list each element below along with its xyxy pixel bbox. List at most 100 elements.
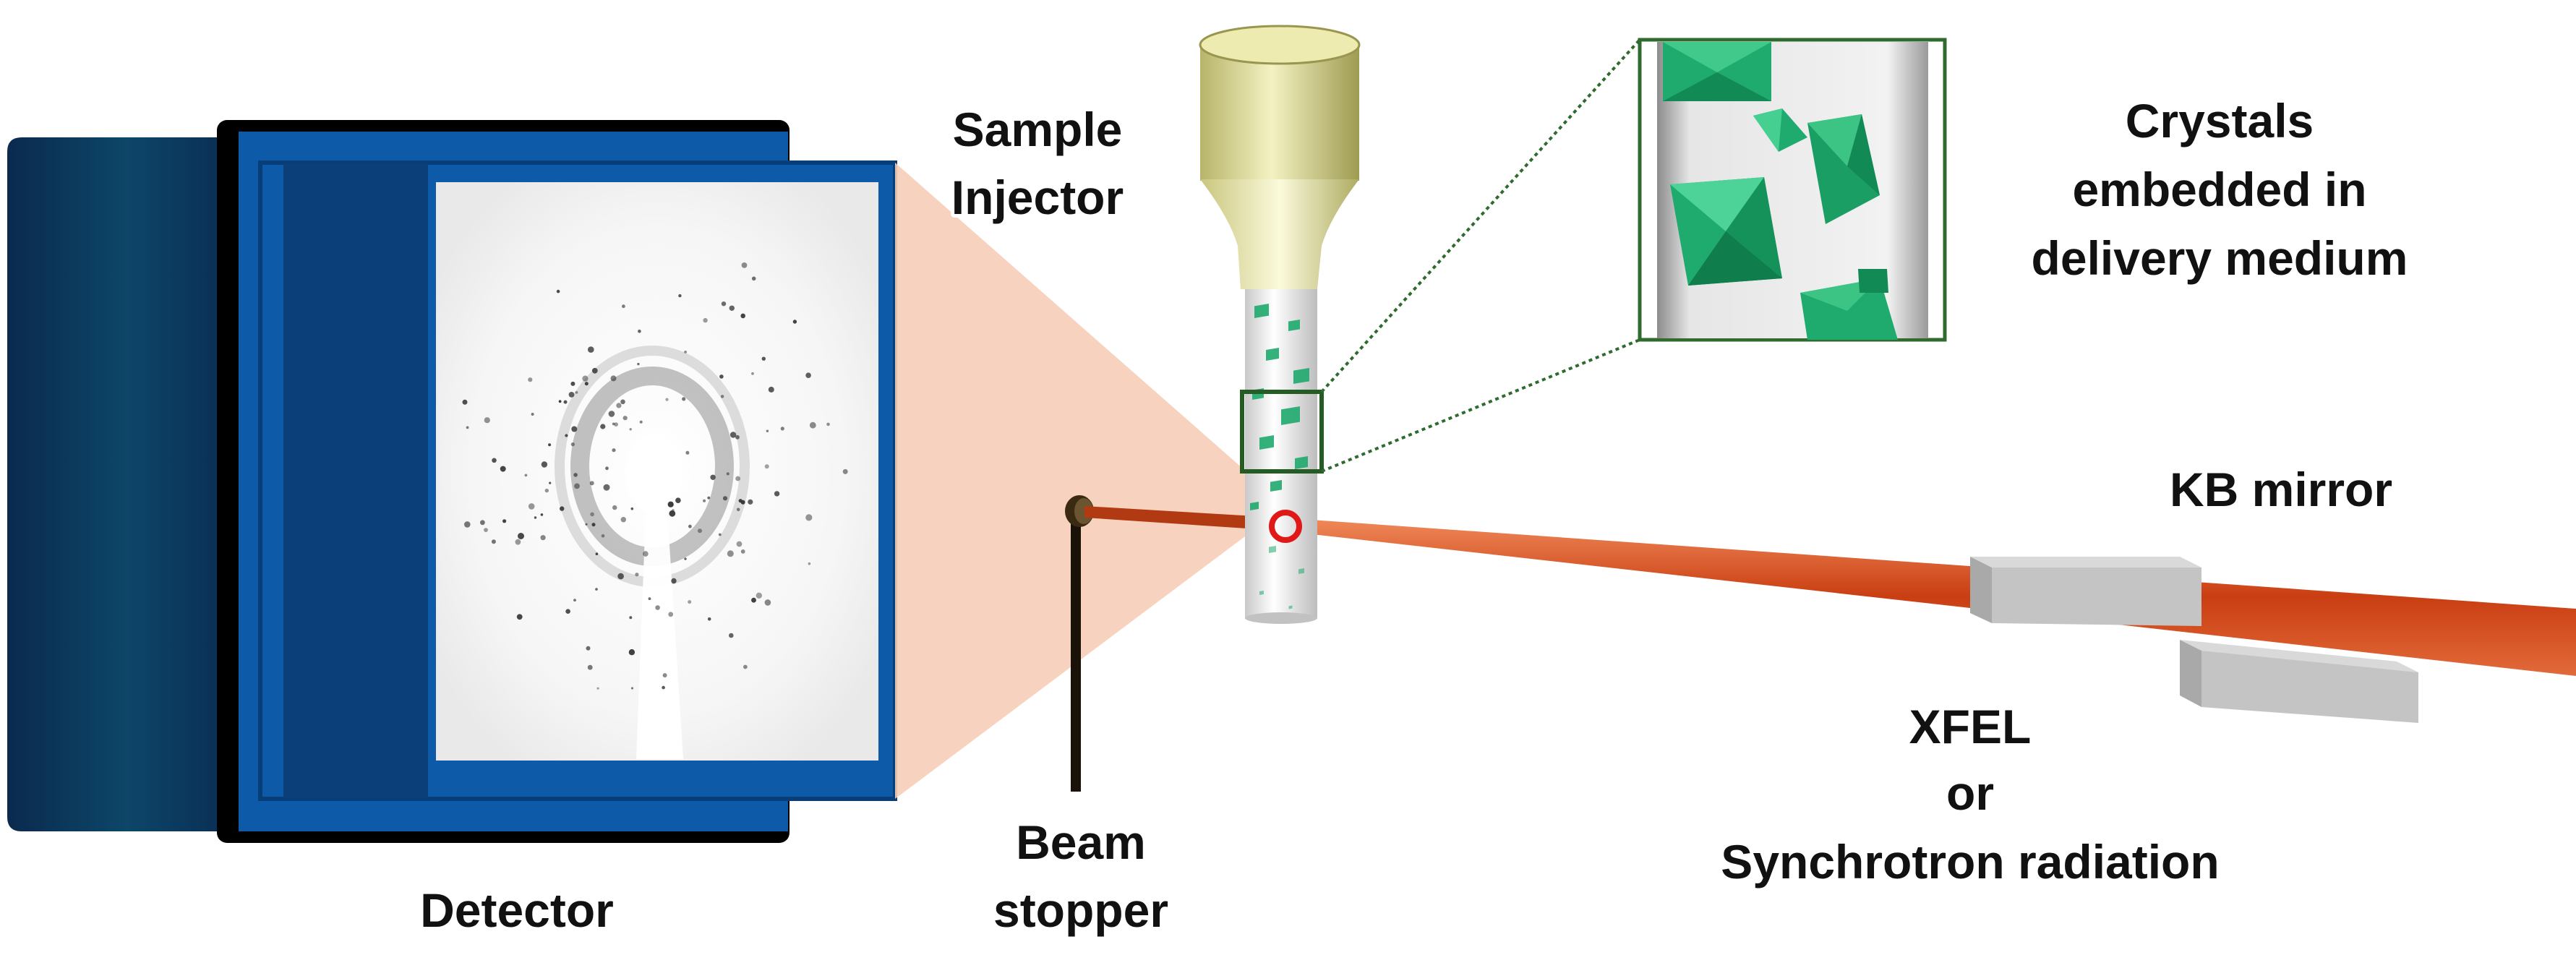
zoom-connector-bottom [1321,338,1640,473]
bragg-spot [703,317,708,323]
bragg-spot [740,313,745,319]
diffraction-pattern [462,262,848,759]
jet-crystal [1288,320,1300,331]
jet-crystal [1295,456,1308,469]
label-source-line-1: XFEL [1909,700,2032,753]
label-beam-stopper-line-2: stopper [993,883,1168,937]
label-kb-mirror: KB mirror [2170,463,2392,516]
bragg-spot [805,514,813,521]
label-crystals-line-1: Crystals [2126,94,2314,147]
bragg-spot [484,528,488,532]
bragg-spot [727,550,734,557]
bragg-spot [544,488,549,493]
bragg-spot [698,528,702,534]
bragg-spot [549,481,552,484]
bragg-spot [682,397,686,401]
bragg-spot [805,372,811,378]
bragg-spot [764,464,769,469]
jet-crystal [1281,406,1300,425]
bragg-spot [574,483,580,489]
beam-stop-shadow [636,477,683,759]
x-ray-beam [1084,506,2576,676]
bragg-spot [584,382,589,386]
bragg-spot [662,673,667,678]
injector-nozzle [1200,179,1359,289]
jet-crystal [1259,435,1274,450]
bragg-spot [531,413,534,416]
bragg-spot [719,374,724,379]
bragg-spot [540,513,544,516]
bragg-spot [565,609,570,614]
inset-crystals [1663,42,1898,340]
bragg-spot [560,506,565,511]
bragg-spot [528,377,533,382]
crystal [1753,108,1807,152]
bragg-spot [735,476,740,481]
bragg-spot [596,687,599,690]
bragg-spot [655,605,660,610]
bragg-spot [629,616,633,620]
detector-housing-cylinder [7,137,224,831]
label-sample-injector: Sample Injector [948,99,1127,228]
bragg-spot [718,533,722,536]
bragg-spot [736,541,743,547]
bragg-spot [729,432,737,438]
bragg-spot [756,592,763,599]
bragg-spot [842,468,848,474]
zoom-region-box [1240,390,1324,474]
crystal [1807,114,1880,224]
bragg-spot [735,434,740,440]
bragg-spot [748,499,753,505]
detector-inner-panel [283,163,428,797]
bragg-spot [722,496,728,501]
bragg-spot [612,448,616,453]
label-source-line-2: or [1946,766,1994,820]
bragg-spot [669,510,676,517]
jet-crystal [1270,480,1282,492]
bragg-spot [643,551,649,557]
bragg-spot [710,474,716,480]
bragg-spot [684,351,687,354]
bragg-spot [595,552,599,555]
bragg-spot [586,646,591,651]
label-crystals: Crystals embedded in delivery medium [2028,90,2412,288]
bragg-spot [648,597,651,601]
bragg-spot [570,381,575,386]
bragg-spot [603,484,610,491]
bragg-spot [678,294,682,298]
jet-crystal [1266,348,1279,361]
label-sample-injector-line-2: Injector [951,171,1124,224]
bragg-spot [766,429,769,432]
bragg-spot [534,516,537,519]
kb-mirror-lower [2180,640,2418,723]
jet-crystal [1254,304,1269,318]
bragg-spot [570,442,575,447]
bragg-spot [480,520,485,526]
bragg-spot [573,599,576,602]
bragg-spot [688,524,692,528]
bragg-spot [582,375,589,382]
bragg-spot [568,392,575,398]
bragg-spot [502,519,507,523]
bragg-spot [622,416,628,421]
bragg-spot [620,517,626,523]
bragg-spot [466,426,469,429]
bragg-spot [541,461,548,468]
bragg-spot [591,367,598,374]
injector-body [1200,43,1359,181]
bragg-spot [612,505,617,510]
bragg-spot [738,499,743,503]
bragg-spot [617,573,624,580]
bragg-spot [809,421,816,429]
bragg-spot [590,512,594,517]
label-detector: Detector [420,883,614,937]
label-beam-stopper-line-1: Beam [1016,815,1146,869]
bragg-spot [637,362,640,366]
jet-crystal [1293,368,1309,384]
bragg-spot [826,422,830,427]
sample-jet [1245,289,1317,618]
bragg-spot [558,400,562,403]
bragg-spot [662,685,665,690]
label-crystals-line-3: delivery medium [2032,231,2408,285]
